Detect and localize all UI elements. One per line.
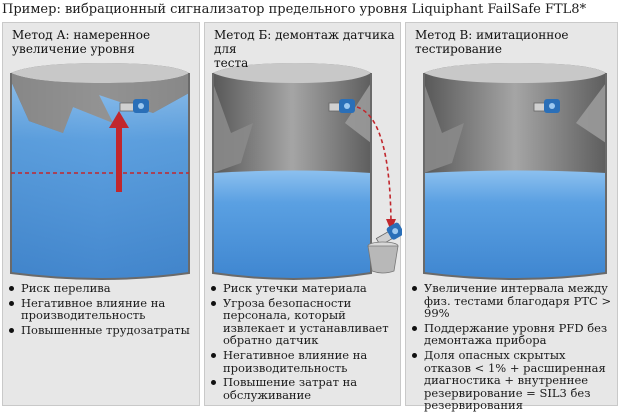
bullet-item: Риск утечки материала <box>208 282 398 295</box>
bullet-item: Угроза безопасности персонала, который и… <box>208 296 398 347</box>
bullet-list-a: Риск перелива Негативное влияние на прои… <box>6 282 197 338</box>
panel-method-c: Метод В: имитационное тестирование Увели… <box>405 22 618 412</box>
removal-path-arrow <box>356 106 392 224</box>
bullet-item: Негативное влияние на производительность <box>208 349 398 374</box>
arrow-head-icon <box>386 219 396 231</box>
arrow-head-icon <box>109 111 129 128</box>
bullet-item: Повышение затрат на обслуживание <box>208 376 398 401</box>
bullet-item: Увеличение интервала между физ. тестами … <box>409 282 615 320</box>
panel-method-b: Метод Б: демонтаж датчика для теста Риск… <box>204 22 402 406</box>
removed-sensor-icon <box>375 222 402 247</box>
bullet-list-c: Увеличение интервала между физ. тестами … <box>409 282 615 414</box>
bullet-item: Риск перелива <box>6 282 197 295</box>
bullet-item: Повышенные трудозатраты <box>6 324 197 337</box>
page-title: Пример: вибрационный сигнализатор предел… <box>2 2 587 17</box>
panel-method-a: Метод А: намеренное увеличение уровня Ри… <box>2 22 200 406</box>
rising-level-arrow <box>116 126 122 192</box>
tank-illustration-a <box>10 63 190 280</box>
panel-title-c: Метод В: имитационное тестирование <box>415 28 569 56</box>
bullet-item: Негативное влияние на производительность <box>6 296 197 322</box>
panel-title-a: Метод А: намеренное увеличение уровня <box>12 28 151 56</box>
tank-illustration-b <box>212 63 402 280</box>
level-sensor-icon <box>328 99 355 113</box>
bullet-item: Доля опасных скрытых отказов < 1% + расш… <box>409 349 615 412</box>
panel-title-b: Метод Б: демонтаж датчика для теста <box>214 28 395 70</box>
bucket-icon <box>367 241 399 274</box>
bullet-item: Поддержание уровня PFD без демонтажа при… <box>409 321 615 347</box>
bullet-list-b: Риск утечки материала Угроза безопасност… <box>208 282 398 403</box>
level-sensor-icon <box>533 99 560 113</box>
level-sensor-icon <box>119 99 149 113</box>
tank-illustration-c <box>423 63 607 280</box>
